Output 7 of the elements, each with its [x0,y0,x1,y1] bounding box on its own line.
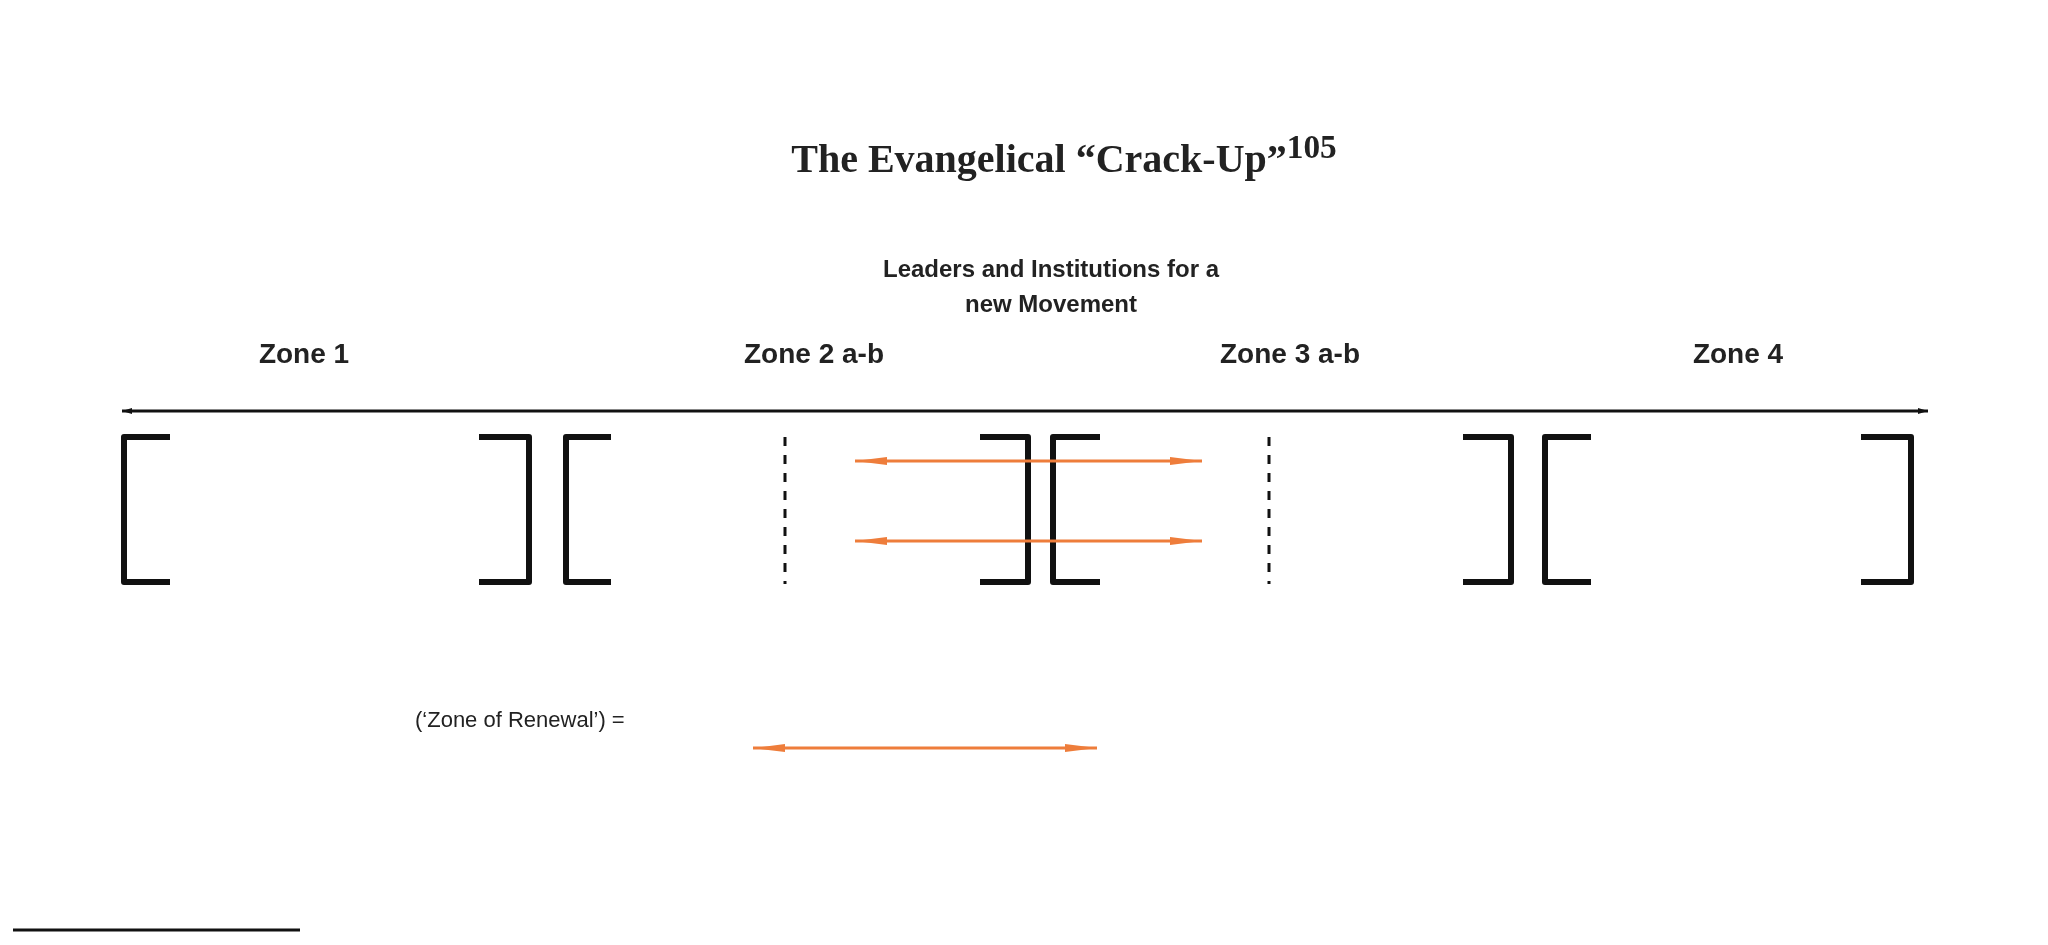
zone-label: Zone 3 a-b [1220,338,1360,370]
zone-label: Zone 4 [1692,338,1784,370]
heading-label: Leaders and Institutions for a new Movement [881,254,1221,319]
title: The Evangelical “Crack-Up”$^{105}$ [791,128,1337,183]
legend-label: (‘Zone of Renewal’) = [415,707,625,733]
zone-label: Zone 1 [258,338,350,370]
zone-label: Zone 2 a-b [744,338,884,370]
